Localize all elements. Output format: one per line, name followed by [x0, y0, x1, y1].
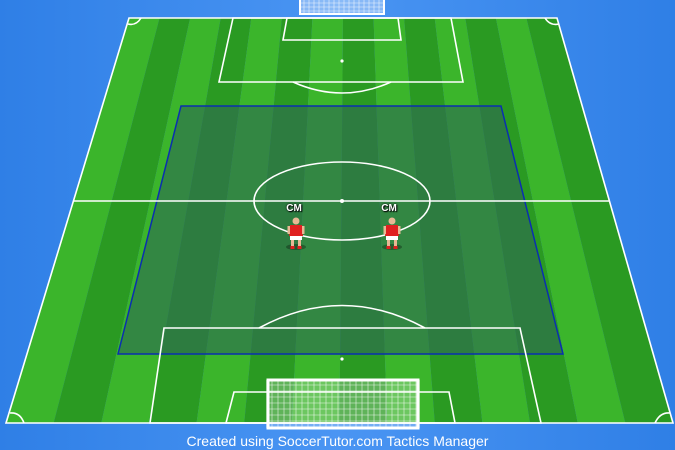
- player-shirt: [289, 225, 303, 236]
- grass-stripe: [526, 18, 673, 423]
- corner-arc-top-right: [544, 17, 560, 26]
- bottom-penalty-spot: [340, 357, 344, 361]
- player-figure[interactable]: [286, 216, 306, 250]
- pitch-markings: [4, 17, 675, 424]
- top-goal: [299, 0, 385, 15]
- bottom-penalty-arc: [258, 304, 426, 329]
- corner-arc-top-left: [127, 17, 142, 26]
- training-zone: [117, 105, 564, 355]
- player-figure[interactable]: [382, 216, 402, 250]
- top-goal-area: [282, 17, 402, 41]
- center-circle: [253, 161, 431, 241]
- player-label: CM: [286, 203, 302, 214]
- grass-stripe: [495, 18, 626, 423]
- bottom-goal: [266, 378, 420, 430]
- corner-arc-bottom-left: [9, 412, 25, 424]
- center-spot: [340, 199, 344, 203]
- bottom-penalty-box: [149, 327, 542, 424]
- top-penalty-spot: [340, 59, 344, 63]
- player-shirt: [385, 225, 399, 236]
- top-penalty-arc: [292, 81, 392, 94]
- bottom-goal-area: [224, 391, 456, 424]
- player-label: CM: [381, 203, 397, 214]
- corner-arc-bottom-right: [654, 412, 671, 424]
- credit-text: Created using SoccerTutor.com Tactics Ma…: [186, 433, 489, 449]
- grass-stripe: [6, 18, 160, 423]
- grass-stripe: [53, 18, 191, 423]
